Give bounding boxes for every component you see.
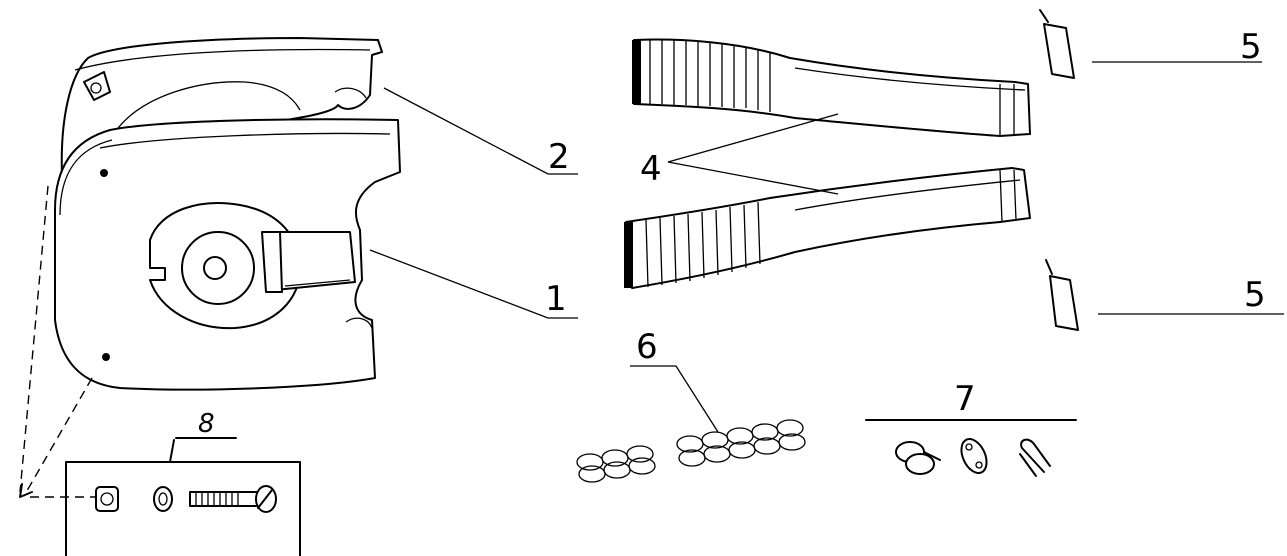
callout-5-upper: 5 xyxy=(1240,27,1262,67)
washer-icon xyxy=(153,486,173,512)
callout-8: 8 xyxy=(198,409,215,439)
spring-clip-icon xyxy=(1019,438,1051,477)
front-cover-part-1 xyxy=(54,118,401,391)
lever-grip-lower-part-4 xyxy=(624,167,1031,289)
callout-4: 4 xyxy=(640,149,662,189)
bolt-icon xyxy=(189,485,277,513)
callout-6: 6 xyxy=(636,327,658,367)
callout-5-lower: 5 xyxy=(1244,275,1266,315)
callout-1: 1 xyxy=(545,279,567,319)
assembly-guide-lines xyxy=(19,185,95,498)
lever-grip-upper-part-4 xyxy=(632,38,1031,137)
side-plate-icon xyxy=(960,438,988,474)
hardware-kit-part-8 xyxy=(65,437,301,556)
nut-icon xyxy=(95,486,119,512)
leader-lines xyxy=(369,61,1284,433)
roller-chain-part-6 xyxy=(576,419,806,483)
end-cap-upper-part-5 xyxy=(1039,9,1075,79)
connecting-link-icon xyxy=(895,441,941,475)
callout-2: 2 xyxy=(548,137,570,177)
chain-links-part-7 xyxy=(865,419,1077,477)
callout-7: 7 xyxy=(954,379,976,419)
end-cap-lower-part-5 xyxy=(1045,259,1079,331)
